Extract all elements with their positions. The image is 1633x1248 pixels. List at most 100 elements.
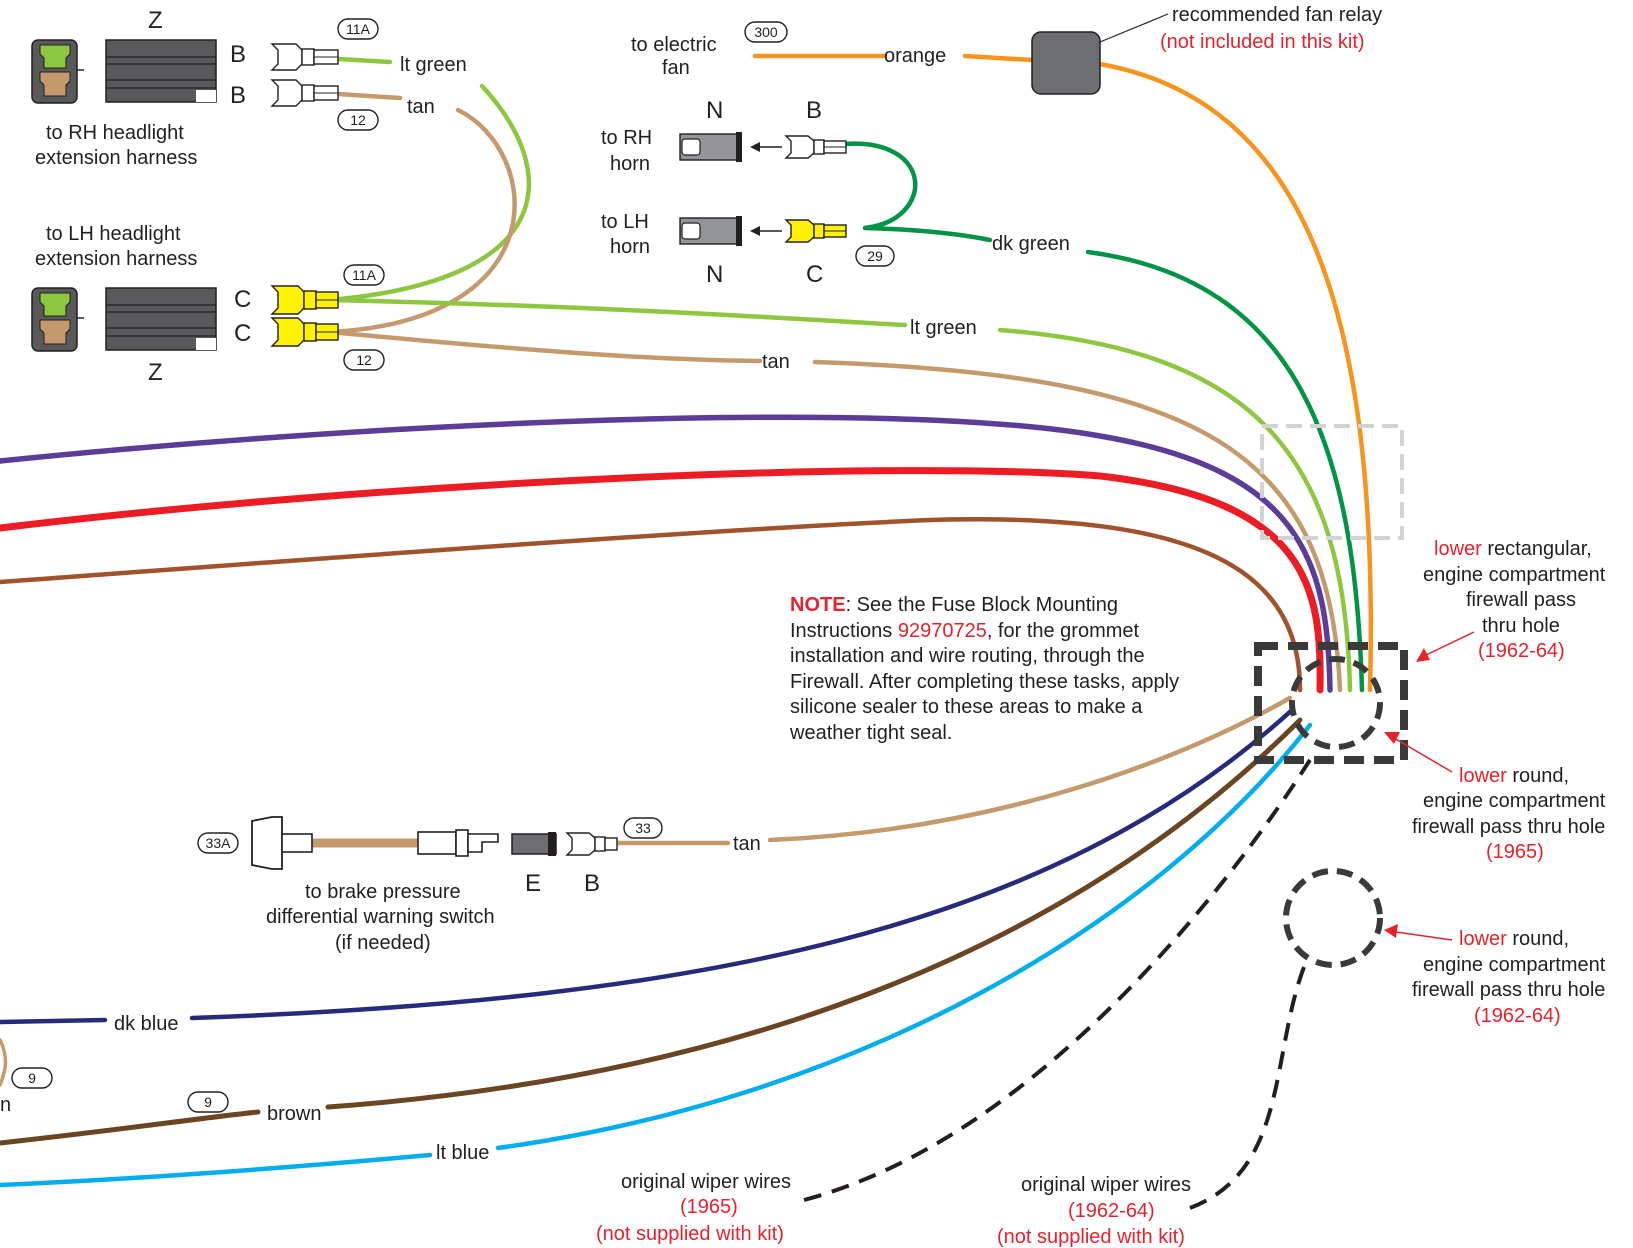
brake-label-3: (if needed) [335,932,431,954]
rh-headlight-label-2: extension harness [35,147,197,169]
lh-headlight-connector: to LH headlight extension harness Z C C [31,223,385,386]
rh-horn-label-2: horn [610,153,650,175]
note-line-2: Instructions 92970725, for the grommet [790,620,1140,642]
wiper-path-1965 [803,758,1312,1202]
relay-note: (not included in this kit) [1160,31,1365,53]
lh-terminal-bottom [270,317,339,347]
lh-horn-plug [679,216,782,246]
callout-rect-hole: lower rectangular, engine compartment fi… [1416,538,1606,662]
hole-upper-rect [1260,424,1404,540]
round64-line-3: firewall pass thru hole [1412,979,1605,1001]
wiper65-year: (1965) [680,1196,738,1218]
rh-headlight-label-1: to RH headlight [46,122,184,144]
svg-text:29: 29 [867,248,883,264]
rect-hole-line-3: firewall pass [1466,589,1576,611]
round64-line-2: engine compartment [1423,954,1606,976]
circuit-badge-33A: 33A [197,832,239,854]
svg-text:9: 9 [28,1070,36,1086]
wire-rust [0,517,1303,693]
svg-text:33A: 33A [206,835,232,851]
wire-lt-green-rh [327,56,532,303]
wire-label-orange: orange [884,45,946,67]
rh-horn-term-letter: B [806,97,822,124]
fan-label-1: to electric [631,34,717,56]
wiper-path-1962-64 [1189,961,1308,1210]
wire-lt-green-main [327,297,1353,693]
fan-lead: to electric fan 300 orange [631,21,946,79]
circuit-badge-lh-top: 11A [343,264,385,286]
callout-round-1965: lower round, engine compartment firewall… [1384,732,1606,863]
lh-horn-label-1: to LH [601,211,649,233]
circuit-badge-fan: 300 [744,21,788,43]
note-line-4: Firewall. After completing these tasks, … [790,671,1179,693]
round64-year: (1962-64) [1474,1005,1561,1027]
wire-brown [0,717,1303,1146]
wire-label-lt-green-rh: lt green [400,54,467,76]
wire-label-dk-green: dk green [992,233,1070,255]
brake-switch-body [251,816,283,870]
rect-hole-line-1: lower rectangular, [1434,538,1592,560]
svg-text:300: 300 [754,24,778,40]
wire-tan-brake [612,695,1293,846]
wire-dk-blue [0,707,1295,1025]
svg-text:12: 12 [356,352,372,368]
relay-label: recommended fan relay [1172,4,1382,26]
wiper64-year: (1962-64) [1068,1200,1155,1222]
round64-line-1: lower round, [1459,928,1569,950]
svg-text:12: 12 [350,112,366,128]
wire-label-lt-green-main: lt green [910,317,977,339]
lh-horn-conn-letter: N [706,261,723,288]
callout-round-1962-64: lower round, engine compartment firewall… [1384,924,1606,1027]
circuit-badge-horn: 29 [855,245,895,267]
round65-year: (1965) [1486,841,1544,863]
wire-label-tan-main: tan [762,351,790,373]
wire-tan-rh [327,91,517,335]
note-line-5: silicone sealer to these areas to make a [790,696,1143,718]
brake-conn-letter: E [525,870,541,897]
circuit-badge-rh-top: 11A [337,18,379,40]
hole-round-1965 [1289,656,1383,750]
brake-harness-plug [417,831,457,855]
circuit-badge-lh-bottom: 12 [343,349,385,371]
rh-terminal-bottom [270,79,339,107]
svg-text:11A: 11A [352,267,377,283]
svg-text:11A: 11A [346,21,371,37]
brake-switch-connectors: 33A 33 E B to brake pressure differentia… [197,816,663,954]
lh-horn-conn-term: C [806,261,823,288]
lh-term-top-letter: C [234,286,251,313]
lh-horn-terminal [784,219,847,243]
rh-horn-terminal [784,135,847,159]
rh-connector-letter: Z [148,7,163,34]
note-line-3: installation and wire routing, through t… [790,645,1145,667]
fan-label-2: fan [662,57,690,79]
wire-label-lt-blue: lt blue [436,1142,489,1164]
round65-line-3: firewall pass thru hole [1412,816,1605,838]
rh-horn-plug [679,132,782,162]
wire-label-dk-blue: dk blue [114,1013,179,1035]
lh-term-bottom-letter: C [234,320,251,347]
wiper65-note: (not supplied with kit) [596,1223,784,1245]
wiper-label-1962-64: original wiper wires (1962-64) (not supp… [997,1174,1191,1248]
note-line-1: NOTE: See the Fuse Block Mounting [790,594,1118,616]
circuit-badge-33: 33 [623,817,663,839]
circuit-badge-9-brown: 9 [187,1091,229,1113]
installation-note: NOTE: See the Fuse Block Mounting Instru… [789,594,1179,744]
hole-round-1962-64 [1283,868,1383,968]
wire-label-brown: brown [267,1103,321,1125]
circuit-badge-9-left: 9 [11,1067,53,1089]
rh-headlight-connector: Z B B to RH headlight extension harness … [31,7,467,169]
firewall-holes [803,424,1408,1210]
wire-label-tan-brake: tan [733,833,761,855]
wire-orange [752,53,1374,693]
lh-terminal-top [270,285,339,315]
round65-line-2: engine compartment [1423,790,1606,812]
wires [0,53,1374,1188]
rect-hole-line-2: engine compartment [1423,564,1606,586]
lh-headlight-label-1: to LH headlight [46,223,181,245]
note-line-6: weather tight seal. [789,722,952,744]
rh-term-top-letter: B [230,41,246,68]
rh-term-bottom-letter: B [230,82,246,109]
wire-tan-main [327,329,1343,693]
wire-partial-left [0,1038,8,1087]
wiper65-line-1: original wiper wires [621,1171,791,1193]
